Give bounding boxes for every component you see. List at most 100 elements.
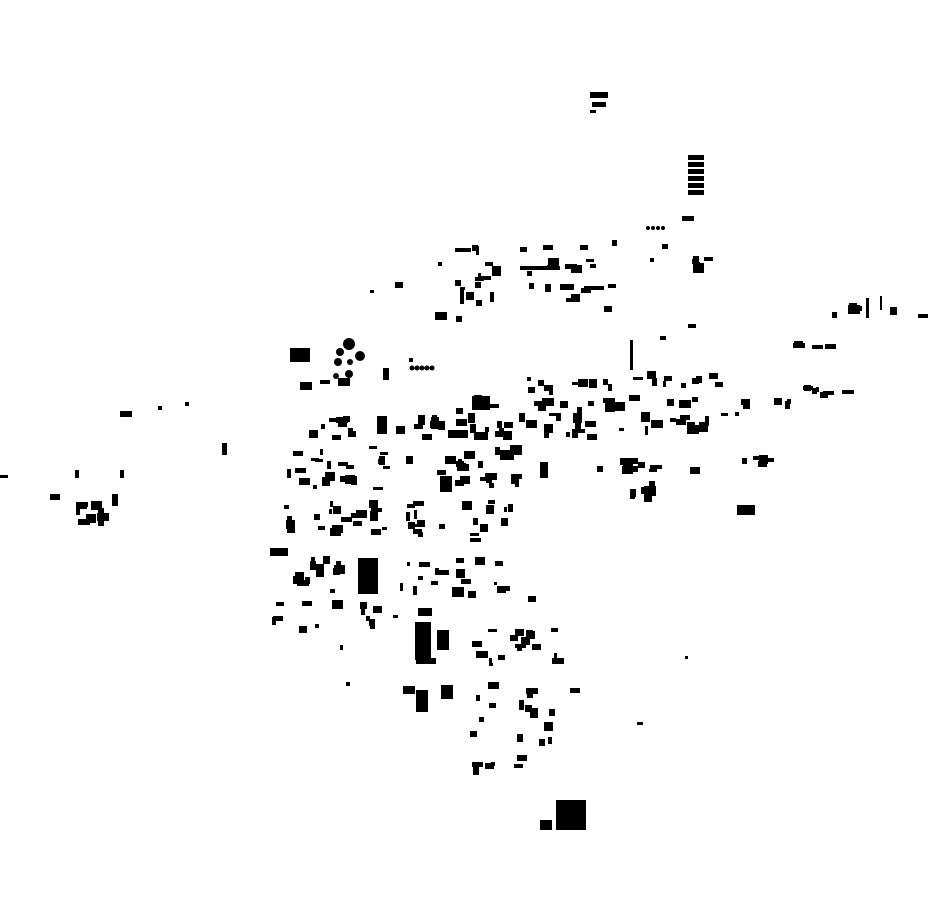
building bbox=[504, 507, 507, 512]
round-building bbox=[656, 226, 660, 230]
building bbox=[396, 426, 405, 434]
building bbox=[0, 475, 8, 478]
building bbox=[490, 404, 499, 408]
building bbox=[645, 426, 648, 435]
building bbox=[273, 616, 283, 621]
building bbox=[86, 514, 96, 523]
building bbox=[517, 474, 522, 479]
building bbox=[578, 379, 588, 387]
building bbox=[649, 469, 657, 472]
building bbox=[457, 464, 469, 471]
building bbox=[548, 737, 552, 744]
building bbox=[688, 162, 704, 167]
building bbox=[329, 509, 332, 514]
building bbox=[456, 316, 462, 322]
building bbox=[334, 565, 345, 574]
building bbox=[320, 449, 323, 455]
building bbox=[704, 257, 713, 261]
building bbox=[418, 576, 423, 580]
building bbox=[503, 586, 510, 591]
building bbox=[519, 413, 525, 422]
building bbox=[586, 259, 594, 262]
building bbox=[515, 479, 519, 487]
building bbox=[501, 518, 508, 526]
building bbox=[587, 434, 597, 440]
building bbox=[403, 686, 415, 694]
building bbox=[369, 446, 377, 449]
building bbox=[488, 500, 495, 504]
round-building bbox=[651, 226, 655, 230]
building bbox=[350, 431, 356, 437]
building bbox=[340, 476, 346, 482]
building bbox=[510, 635, 518, 641]
building bbox=[310, 566, 315, 569]
building bbox=[76, 508, 80, 515]
building bbox=[302, 601, 312, 606]
building bbox=[383, 368, 389, 380]
building bbox=[272, 617, 276, 625]
building bbox=[476, 651, 488, 658]
building bbox=[416, 658, 436, 664]
building bbox=[455, 280, 461, 286]
building bbox=[315, 624, 319, 628]
building bbox=[629, 395, 640, 401]
building bbox=[688, 169, 704, 174]
round-building bbox=[661, 226, 665, 230]
building bbox=[540, 820, 552, 830]
building bbox=[544, 722, 553, 731]
building bbox=[458, 459, 462, 466]
building bbox=[479, 717, 484, 722]
building bbox=[662, 244, 668, 249]
building bbox=[97, 513, 109, 521]
round-building bbox=[355, 351, 365, 361]
building bbox=[323, 556, 330, 564]
building bbox=[688, 176, 704, 181]
building bbox=[517, 755, 527, 761]
building bbox=[417, 520, 425, 527]
building bbox=[497, 421, 502, 428]
building bbox=[560, 284, 574, 290]
building bbox=[476, 246, 479, 255]
building bbox=[418, 420, 424, 425]
building bbox=[340, 645, 343, 650]
building bbox=[300, 382, 312, 390]
building bbox=[637, 722, 643, 725]
building bbox=[573, 413, 582, 423]
building bbox=[556, 416, 561, 421]
building bbox=[415, 524, 418, 527]
building bbox=[472, 245, 478, 251]
building bbox=[316, 568, 324, 577]
building bbox=[120, 470, 124, 478]
round-building bbox=[336, 348, 344, 356]
building bbox=[460, 430, 468, 438]
building bbox=[284, 505, 289, 509]
building bbox=[330, 589, 335, 593]
building bbox=[532, 644, 541, 650]
building bbox=[346, 465, 354, 469]
building bbox=[311, 458, 319, 461]
building bbox=[497, 586, 506, 593]
building bbox=[413, 501, 424, 506]
building bbox=[366, 616, 370, 621]
building bbox=[474, 395, 482, 404]
building bbox=[585, 421, 596, 427]
building bbox=[460, 290, 464, 304]
building bbox=[526, 420, 537, 428]
building bbox=[455, 480, 464, 486]
building bbox=[705, 416, 709, 426]
building bbox=[311, 557, 315, 563]
building bbox=[383, 466, 390, 469]
building bbox=[603, 379, 608, 385]
building bbox=[793, 343, 805, 348]
building bbox=[327, 461, 331, 469]
building bbox=[293, 576, 304, 584]
building bbox=[622, 466, 633, 474]
building bbox=[520, 266, 560, 270]
building bbox=[293, 451, 303, 456]
building bbox=[345, 475, 355, 484]
building bbox=[485, 427, 489, 432]
building bbox=[466, 292, 474, 300]
building bbox=[598, 468, 603, 471]
building bbox=[615, 402, 625, 411]
